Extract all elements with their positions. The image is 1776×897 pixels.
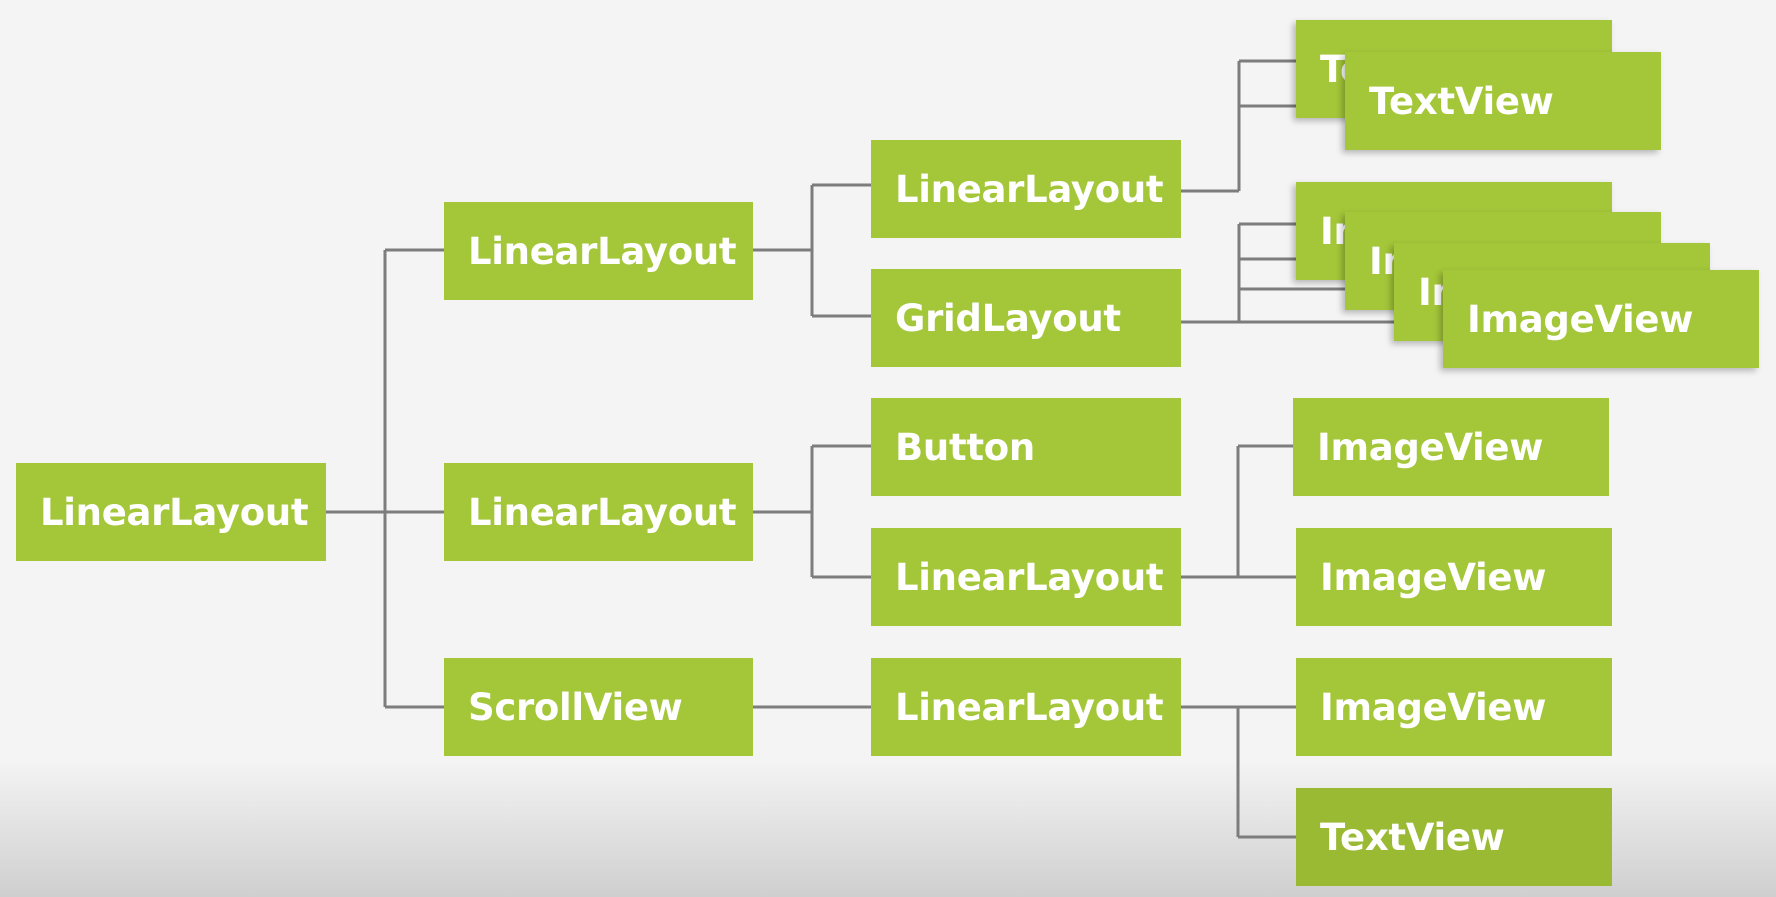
node-linearlayout-middle: LinearLayout [444,463,753,561]
node-scrollview: ScrollView [444,658,753,756]
node-linearlayout-text: LinearLayout [871,140,1181,238]
node-root-linearlayout: LinearLayout [16,463,326,561]
node-imageview-stacked-front: ImageView [1443,270,1759,368]
node-imageview-leaf-3: ImageView [1296,658,1612,756]
node-imageview-leaf-1: ImageView [1293,398,1609,496]
node-linearlayout-scroll-child: LinearLayout [871,658,1181,756]
node-gridlayout: GridLayout [871,269,1181,367]
node-imageview-leaf-2: ImageView [1296,528,1612,626]
node-button: Button [871,398,1181,496]
node-linearlayout-top: LinearLayout [444,202,753,300]
node-linearlayout-images: LinearLayout [871,528,1181,626]
node-textview-stacked-front: TextView [1345,52,1661,150]
node-textview-leaf: TextView [1296,788,1612,886]
